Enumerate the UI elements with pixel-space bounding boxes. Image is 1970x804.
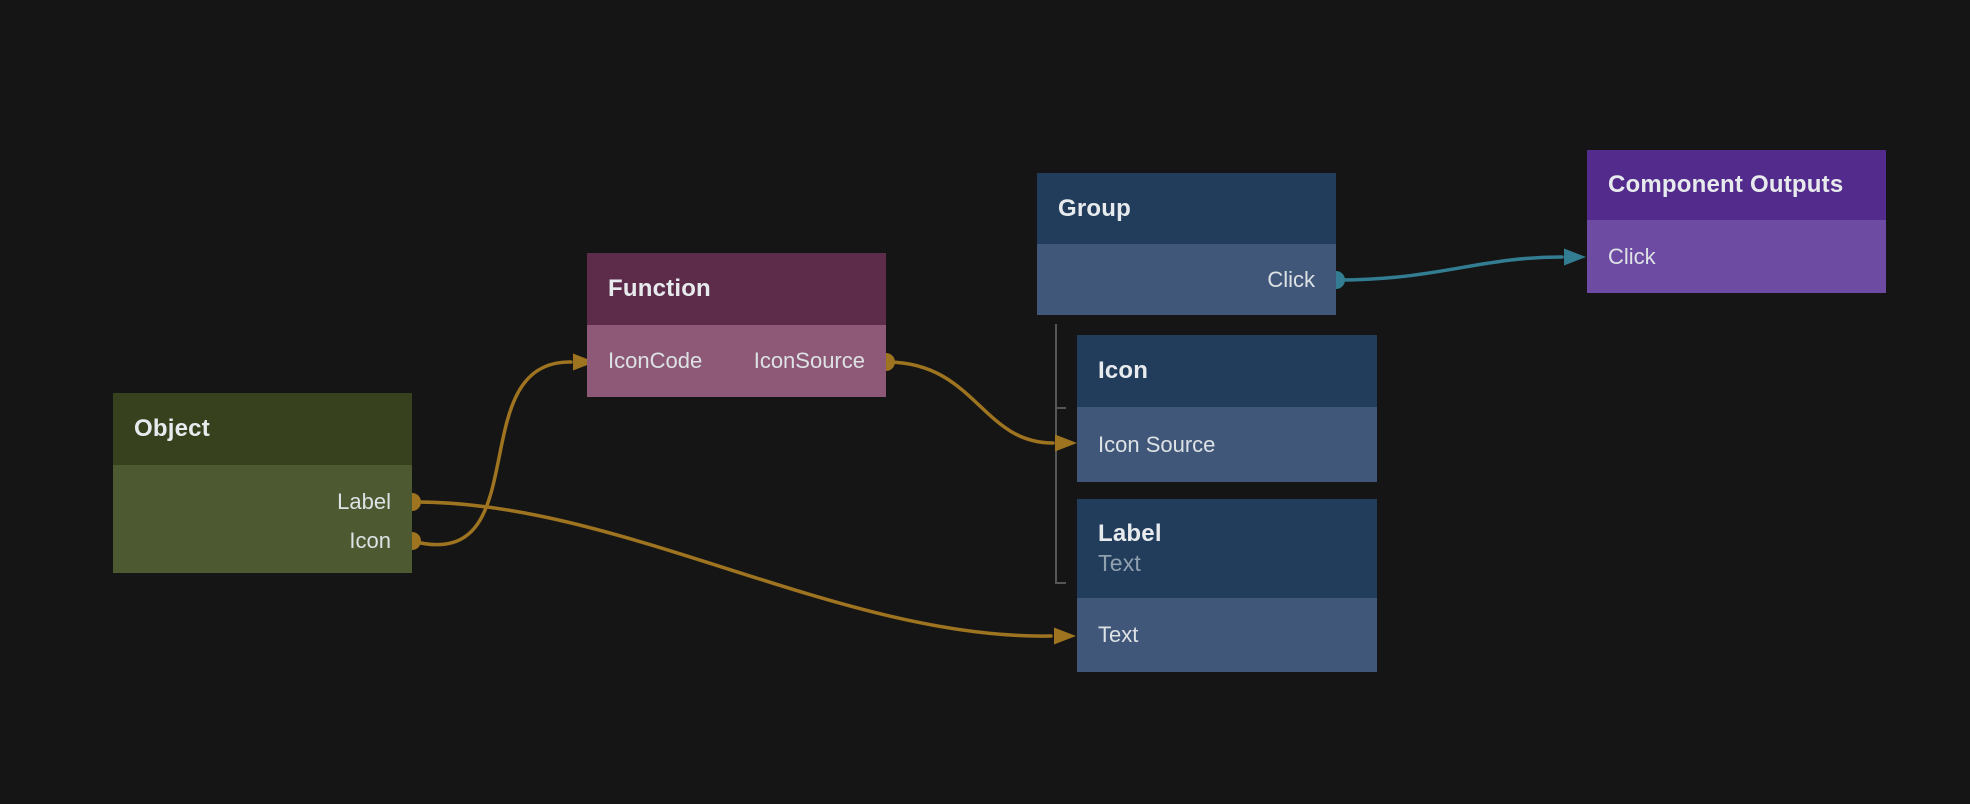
port-group-click-output[interactable]: Click	[1037, 244, 1336, 315]
node-icon-title: Icon	[1098, 357, 1149, 384]
node-icon[interactable]: Icon Icon Source	[1077, 335, 1377, 482]
node-object-body: Label Icon	[113, 465, 412, 573]
node-label-subtitle: Text	[1098, 550, 1141, 576]
node-label-title: Label	[1098, 520, 1162, 547]
node-group-header: Group	[1037, 173, 1336, 244]
edge-object-icon-to-function-iconcode[interactable]	[410, 360, 573, 547]
port-object-label-output[interactable]: Label	[113, 482, 412, 521]
tree-connector	[1055, 324, 1066, 584]
node-component-outputs-title: Component Outputs	[1608, 171, 1844, 198]
node-label-body: Text	[1077, 598, 1377, 672]
edge-function-iconsource-to-icon-iconsource[interactable]	[884, 360, 1055, 445]
node-function-header: Function	[587, 253, 886, 325]
edge-object-label-to-label-text-arrowhead-icon	[1054, 627, 1076, 645]
node-object[interactable]: Object Label Icon	[113, 393, 412, 573]
port-label-text-input[interactable]: Text	[1077, 598, 1377, 672]
port-label-text-text: Text	[1098, 622, 1139, 647]
node-group[interactable]: Group Click	[1037, 173, 1336, 315]
port-component-outputs-click-text: Click	[1608, 243, 1656, 269]
port-icon-iconsource-input[interactable]: Icon Source	[1077, 407, 1377, 482]
port-component-outputs-click-input[interactable]: Click	[1587, 220, 1886, 293]
node-icon-header: Icon	[1077, 335, 1377, 407]
edge-function-iconsource-to-icon-iconsource-arrowhead-icon	[1055, 434, 1077, 452]
edge-group-click-to-component-outputs-click-arrowhead-icon	[1564, 248, 1586, 266]
port-object-icon-output[interactable]: Icon	[113, 521, 412, 560]
port-function-iconsource-output[interactable]: IconSource	[753, 348, 865, 373]
node-group-body: Click	[1037, 244, 1336, 315]
node-object-title: Object	[134, 415, 210, 442]
port-object-label-text: Label	[337, 488, 391, 514]
node-function[interactable]: Function IconCode IconSource	[587, 253, 886, 397]
port-row-function: IconCode IconSource	[587, 325, 886, 397]
port-group-click-text: Click	[1267, 266, 1315, 292]
node-label[interactable]: Label Text Text	[1077, 499, 1377, 672]
edge-object-label-to-label-text[interactable]	[410, 500, 1053, 638]
edge-group-click-to-component-outputs-click[interactable]	[1334, 255, 1564, 282]
edge-object-icon-to-function-iconcode-arrowhead-icon	[573, 353, 595, 371]
node-function-title: Function	[608, 275, 711, 302]
node-icon-body: Icon Source	[1077, 407, 1377, 482]
node-label-header: Label Text	[1077, 499, 1377, 598]
node-function-body: IconCode IconSource	[587, 325, 886, 397]
port-icon-iconsource-text: Icon Source	[1098, 431, 1216, 457]
node-object-header: Object	[113, 393, 412, 465]
port-function-iconcode-input[interactable]: IconCode	[608, 348, 703, 373]
node-component-outputs-body: Click	[1587, 220, 1886, 293]
node-component-outputs[interactable]: Component Outputs Click	[1587, 150, 1886, 293]
node-group-title: Group	[1058, 194, 1131, 222]
port-object-icon-text: Icon	[349, 527, 391, 553]
node-component-outputs-header: Component Outputs	[1587, 150, 1886, 220]
